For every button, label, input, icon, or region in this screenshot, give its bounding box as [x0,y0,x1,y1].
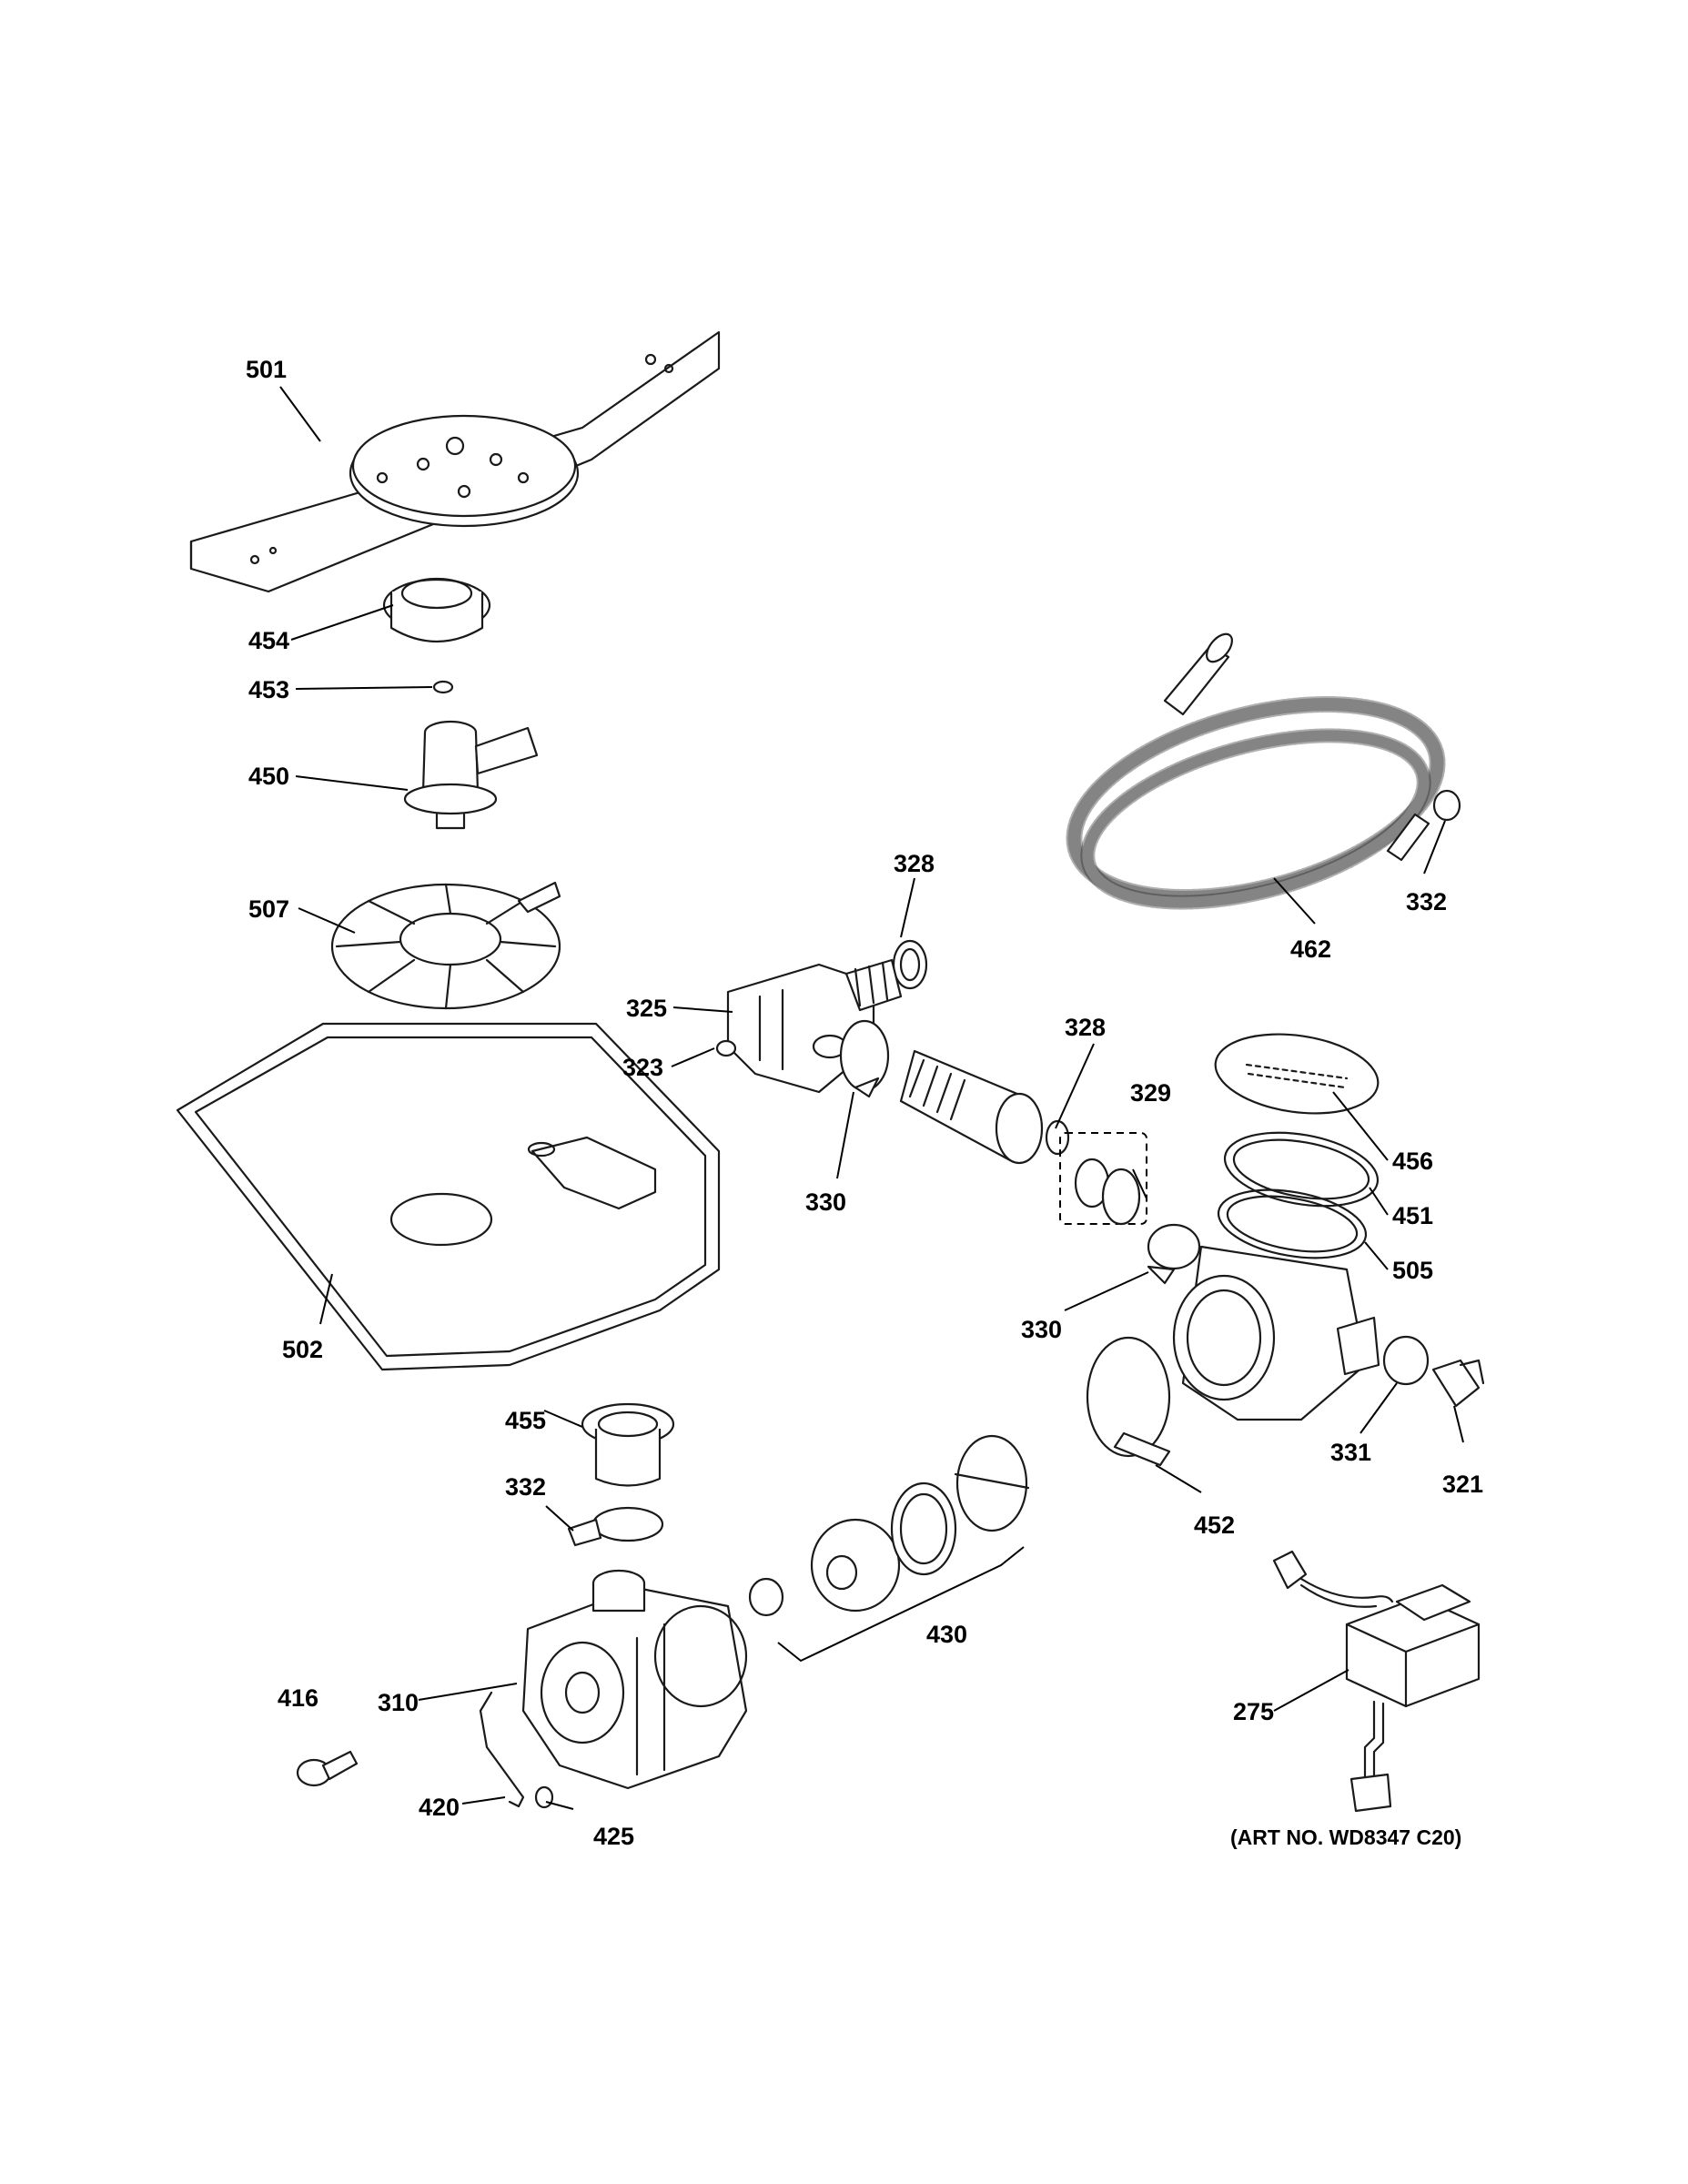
part-drain-hose [1066,632,1446,910]
callout-332-b: 332 [505,1473,546,1501]
part-hose-clamp-b [567,1506,664,1547]
callout-323: 323 [622,1054,663,1081]
callout-328-top: 328 [894,850,935,877]
part-nut [715,1039,737,1057]
part-transformer [1272,1550,1481,1813]
part-clamp-b [1147,1223,1201,1285]
callout-453: 453 [248,676,289,703]
part-check-valve [1045,1119,1147,1226]
part-sump-housing [1172,1245,1380,1421]
callout-325: 325 [626,995,667,1022]
callout-507: 507 [248,895,289,923]
callout-430: 430 [926,1621,967,1648]
callout-425: 425 [593,1823,634,1850]
part-drain-connector [899,1049,1044,1165]
callout-321: 321 [1442,1471,1483,1498]
callout-330-b: 330 [1021,1316,1062,1343]
callout-505: 505 [1392,1257,1433,1284]
callout-330-a: 330 [805,1188,846,1216]
part-o-ring [432,680,454,694]
callout-452: 452 [1194,1512,1235,1539]
callout-502: 502 [282,1336,323,1363]
part-clamp-a [839,1019,890,1098]
part-diverter [403,720,539,830]
part-grommet [534,1785,554,1809]
callout-labels: 501 454 453 450 507 502 328 325 323 330 … [246,356,1483,1850]
callout-328-mid: 328 [1065,1014,1106,1041]
part-clamp-331 [1382,1335,1430,1386]
part-sump-gaskets [1214,1033,1380,1259]
art-number: (ART NO. WD8347 C20) [1230,1825,1461,1849]
callout-501: 501 [246,356,287,383]
callout-420: 420 [419,1794,460,1821]
callout-454: 454 [248,627,289,654]
part-big-clamp [1086,1336,1171,1467]
callout-331: 331 [1330,1439,1371,1466]
part-screw [296,1750,359,1787]
callout-416: 416 [278,1684,318,1712]
part-wash-motor [521,1569,748,1790]
callout-451: 451 [1392,1202,1433,1229]
callout-332-a: 332 [1406,888,1447,915]
part-gasket-top [892,939,928,990]
part-hose-clamp-small [1432,789,1461,822]
leader-lines [279,386,1464,1810]
part-inlet-seal [581,1402,675,1487]
part-sensor [1431,1359,1485,1408]
part-spray-arm [189,330,721,593]
part-sump-tray [176,1022,721,1371]
callout-450: 450 [248,763,289,790]
callout-455: 455 [505,1407,546,1434]
part-hub [382,577,491,642]
callout-456: 456 [1392,1148,1433,1175]
part-impeller-assembly [748,1434,1030,1663]
part-filter [330,881,561,1010]
callout-310: 310 [378,1689,419,1716]
callout-329: 329 [1130,1079,1171,1107]
callout-462: 462 [1290,935,1331,963]
part-clip [479,1691,525,1808]
callout-275: 275 [1233,1698,1274,1725]
